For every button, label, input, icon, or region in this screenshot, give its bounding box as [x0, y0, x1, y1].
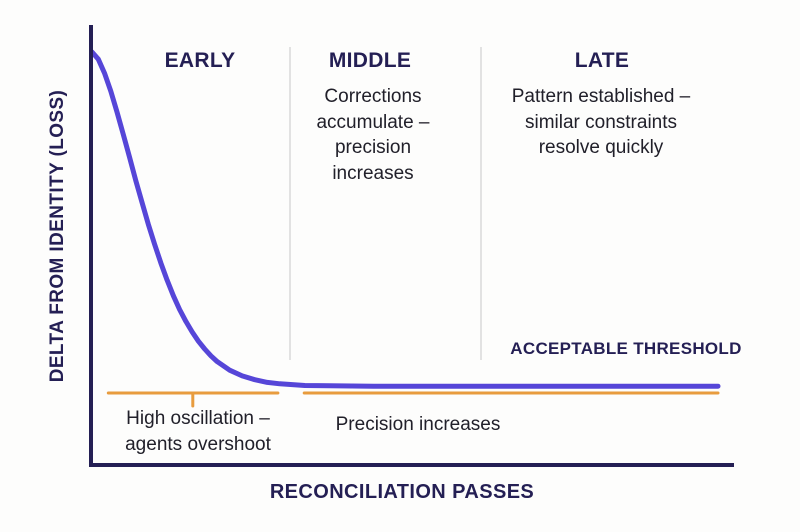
loss-curve: [89, 49, 721, 389]
y-axis-label: DELTA FROM IDENTITY (LOSS): [47, 89, 68, 383]
annotation-high-oscillation: High oscillation – agents overshoot: [125, 408, 271, 455]
phase-header-early: EARLY: [164, 49, 236, 72]
annotation-precision-increases: Precision increases: [335, 414, 501, 435]
axes: [89, 25, 734, 467]
threshold-line: [106, 391, 720, 408]
phase-header-late: LATE: [574, 49, 630, 72]
phase-header-middle: MIDDLE: [328, 49, 412, 72]
phase-note-middle: Corrections accumulate – precision incre…: [316, 86, 430, 184]
phase-note-late: Pattern established – similar constraint…: [511, 86, 691, 158]
x-axis-label: RECONCILIATION PASSES: [269, 481, 535, 503]
threshold-label: ACCEPTABLE THRESHOLD: [510, 339, 742, 358]
